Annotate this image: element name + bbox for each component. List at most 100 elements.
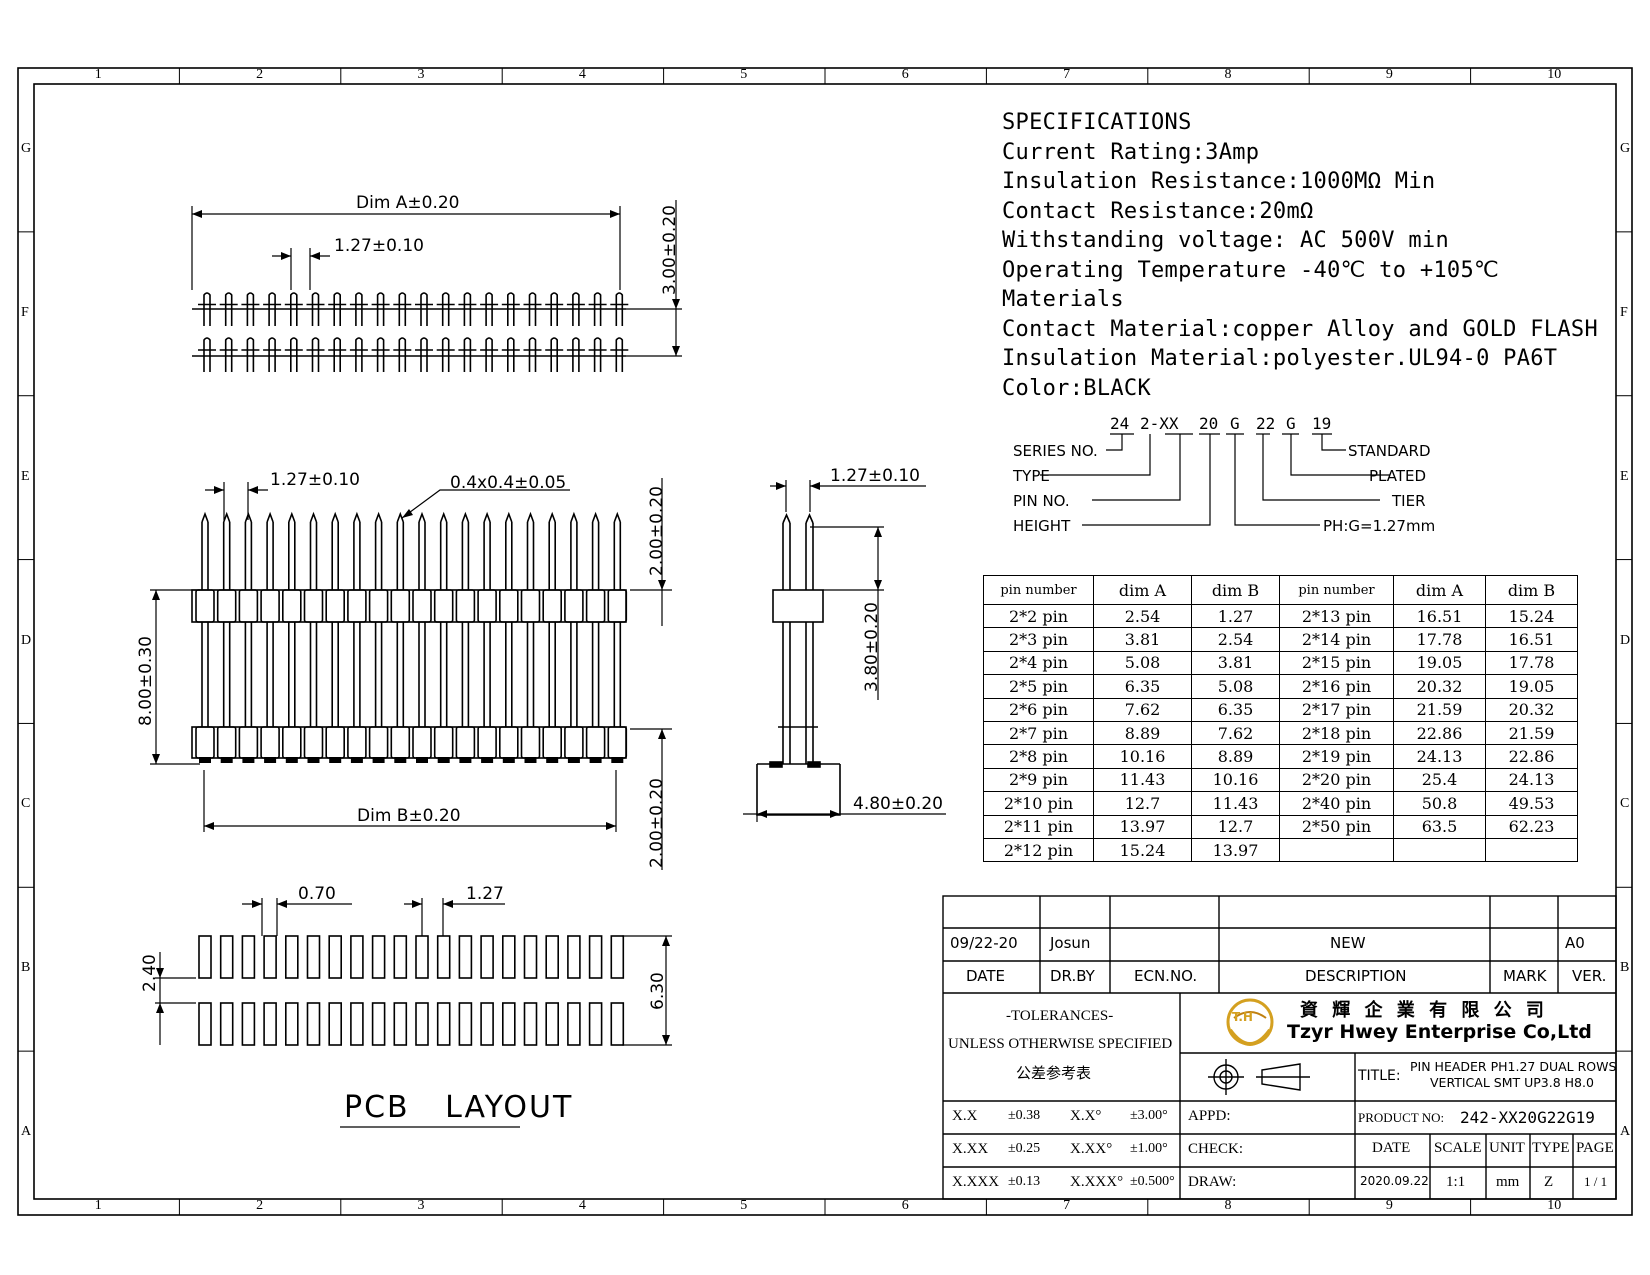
front-view-solder-tail [546,757,559,763]
frame-column-top: 7 [1063,67,1071,82]
frame-column-top: 1 [94,67,102,82]
revision-description: NEW [1330,934,1366,952]
frame-column-top: 9 [1385,67,1393,82]
pcb-pad-bottom [263,1002,277,1046]
front-view-pin-tip [483,511,491,523]
upper-pin-label: 2.00±0.20 [647,486,667,576]
top-view-pin [463,292,472,326]
table-cell: 16.51 [1485,627,1578,652]
table-cell: 10.16 [1191,767,1280,793]
pcb-pad-bottom [371,1002,386,1046]
pcb-total-label: 6.30 [648,972,668,1010]
pcb-pad-bottom [545,1002,560,1046]
table-cell: 21.59 [1393,697,1486,722]
dim-a-label: Dim A±0.20 [356,193,460,213]
front-view-lower-body [564,726,584,759]
frame-column-bottom: 8 [1224,1198,1232,1213]
pcb-pad-top [198,935,212,979]
table-cell: 2*20 pin [1279,767,1394,793]
top-view-pin [246,337,255,372]
pcb-pad-bottom [523,1002,538,1046]
top-view-pin [333,337,341,372]
frame-zone-ticks [18,68,1632,1215]
top-view-pin [311,337,320,372]
frame-column-bottom: 6 [901,1198,909,1213]
table-cell: 13.97 [1093,814,1192,839]
frame-row-left: A [21,1124,32,1140]
pcb-pad-top [588,935,603,979]
frame-column-bottom: 4 [578,1198,586,1213]
top-view-pin [376,292,385,326]
label-type: TYPE [1013,467,1050,485]
frame-column-bottom: 9 [1385,1198,1393,1213]
table-cell: 11.43 [1093,767,1192,793]
top-view [192,292,629,372]
pcb-pad-top [219,935,234,979]
table-cell: 22.86 [1393,720,1486,746]
table-cell: 2*2 pin [983,603,1094,629]
side-pitch-label: 1.27±0.10 [830,466,920,486]
pcb-pad-top [545,935,560,979]
table-cell: 12.7 [1093,791,1192,816]
frame-row-left: B [21,960,31,976]
table-cell: 2*4 pin [983,650,1094,676]
top-view-pin [528,292,537,326]
part-code-plated: G [1286,414,1296,433]
front-view-lower-body [477,726,497,759]
table-cell: 2*12 pin [983,837,1094,863]
tolerance-cell: ±0.500° [1130,1174,1175,1189]
top-height-label: 3.00±0.20 [660,205,680,295]
front-view-pin-tip [461,511,470,523]
top-view-pin [203,337,211,372]
frame-column-bottom: 5 [740,1198,748,1213]
tolerance-cell: X.XX° [1070,1141,1113,1157]
front-view-pin-tip [591,511,600,523]
pcb-layout-title: PCB LAYOUT [344,1090,574,1125]
table-cell: 2*6 pin [983,697,1094,722]
front-view-upper-body [281,589,302,623]
table-cell: 21.59 [1485,720,1578,746]
side-width-label: 4.80±0.20 [853,794,943,814]
top-view-pin [224,292,233,326]
label-tier: TIER [1392,492,1426,510]
table-cell: 22.86 [1485,744,1578,769]
front-view-lower-outline [191,726,627,759]
header-ecn: ECN.NO. [1134,967,1198,985]
top-view-pin [593,337,602,372]
table-cell: 19.05 [1393,650,1486,676]
top-view-pin [507,337,515,372]
header-description: DESCRIPTION [1305,967,1407,985]
front-view-pin-tip [309,511,318,523]
front-view-upper-body [325,589,346,623]
table-cell: 2*50 pin [1279,814,1394,839]
front-view-lower-body [498,726,519,759]
front-view-solder-tail [329,757,342,763]
frame-column-top: 10 [1547,67,1562,82]
pcb-pad-top [306,935,321,979]
front-view-lower-body [607,726,628,759]
front-view-upper-body [564,589,584,623]
top-view-pin [485,292,493,326]
product-no-label: PRODUCT NO: [1358,1110,1445,1125]
top-view-pin [398,292,407,326]
title-line-1: PIN HEADER PH1.27 DUAL ROWS [1410,1059,1617,1074]
front-view-solder-tail [394,757,407,763]
table-cell: 5.08 [1093,650,1192,676]
pcb-pad-bottom [610,1002,625,1046]
table-cell: 50.8 [1393,791,1486,816]
front-view-upper-body [260,589,280,623]
tolerance-cell: ±0.13 [1008,1174,1041,1189]
spec-operating-temperature: Operating Temperature -40℃ to +105℃ [1002,257,1500,283]
top-view-pin [572,292,580,326]
pcb-pad-top [523,935,538,979]
front-view-pin-tip [570,511,578,523]
front-view-lower-body [585,726,606,759]
table-cell [1279,837,1394,863]
part-code-tier: 22 [1256,414,1276,433]
tolerances-title: -TOLERANCES- [1006,1008,1114,1024]
table-cell: 2*40 pin [1279,791,1394,816]
table-cell: 13.97 [1191,837,1280,863]
